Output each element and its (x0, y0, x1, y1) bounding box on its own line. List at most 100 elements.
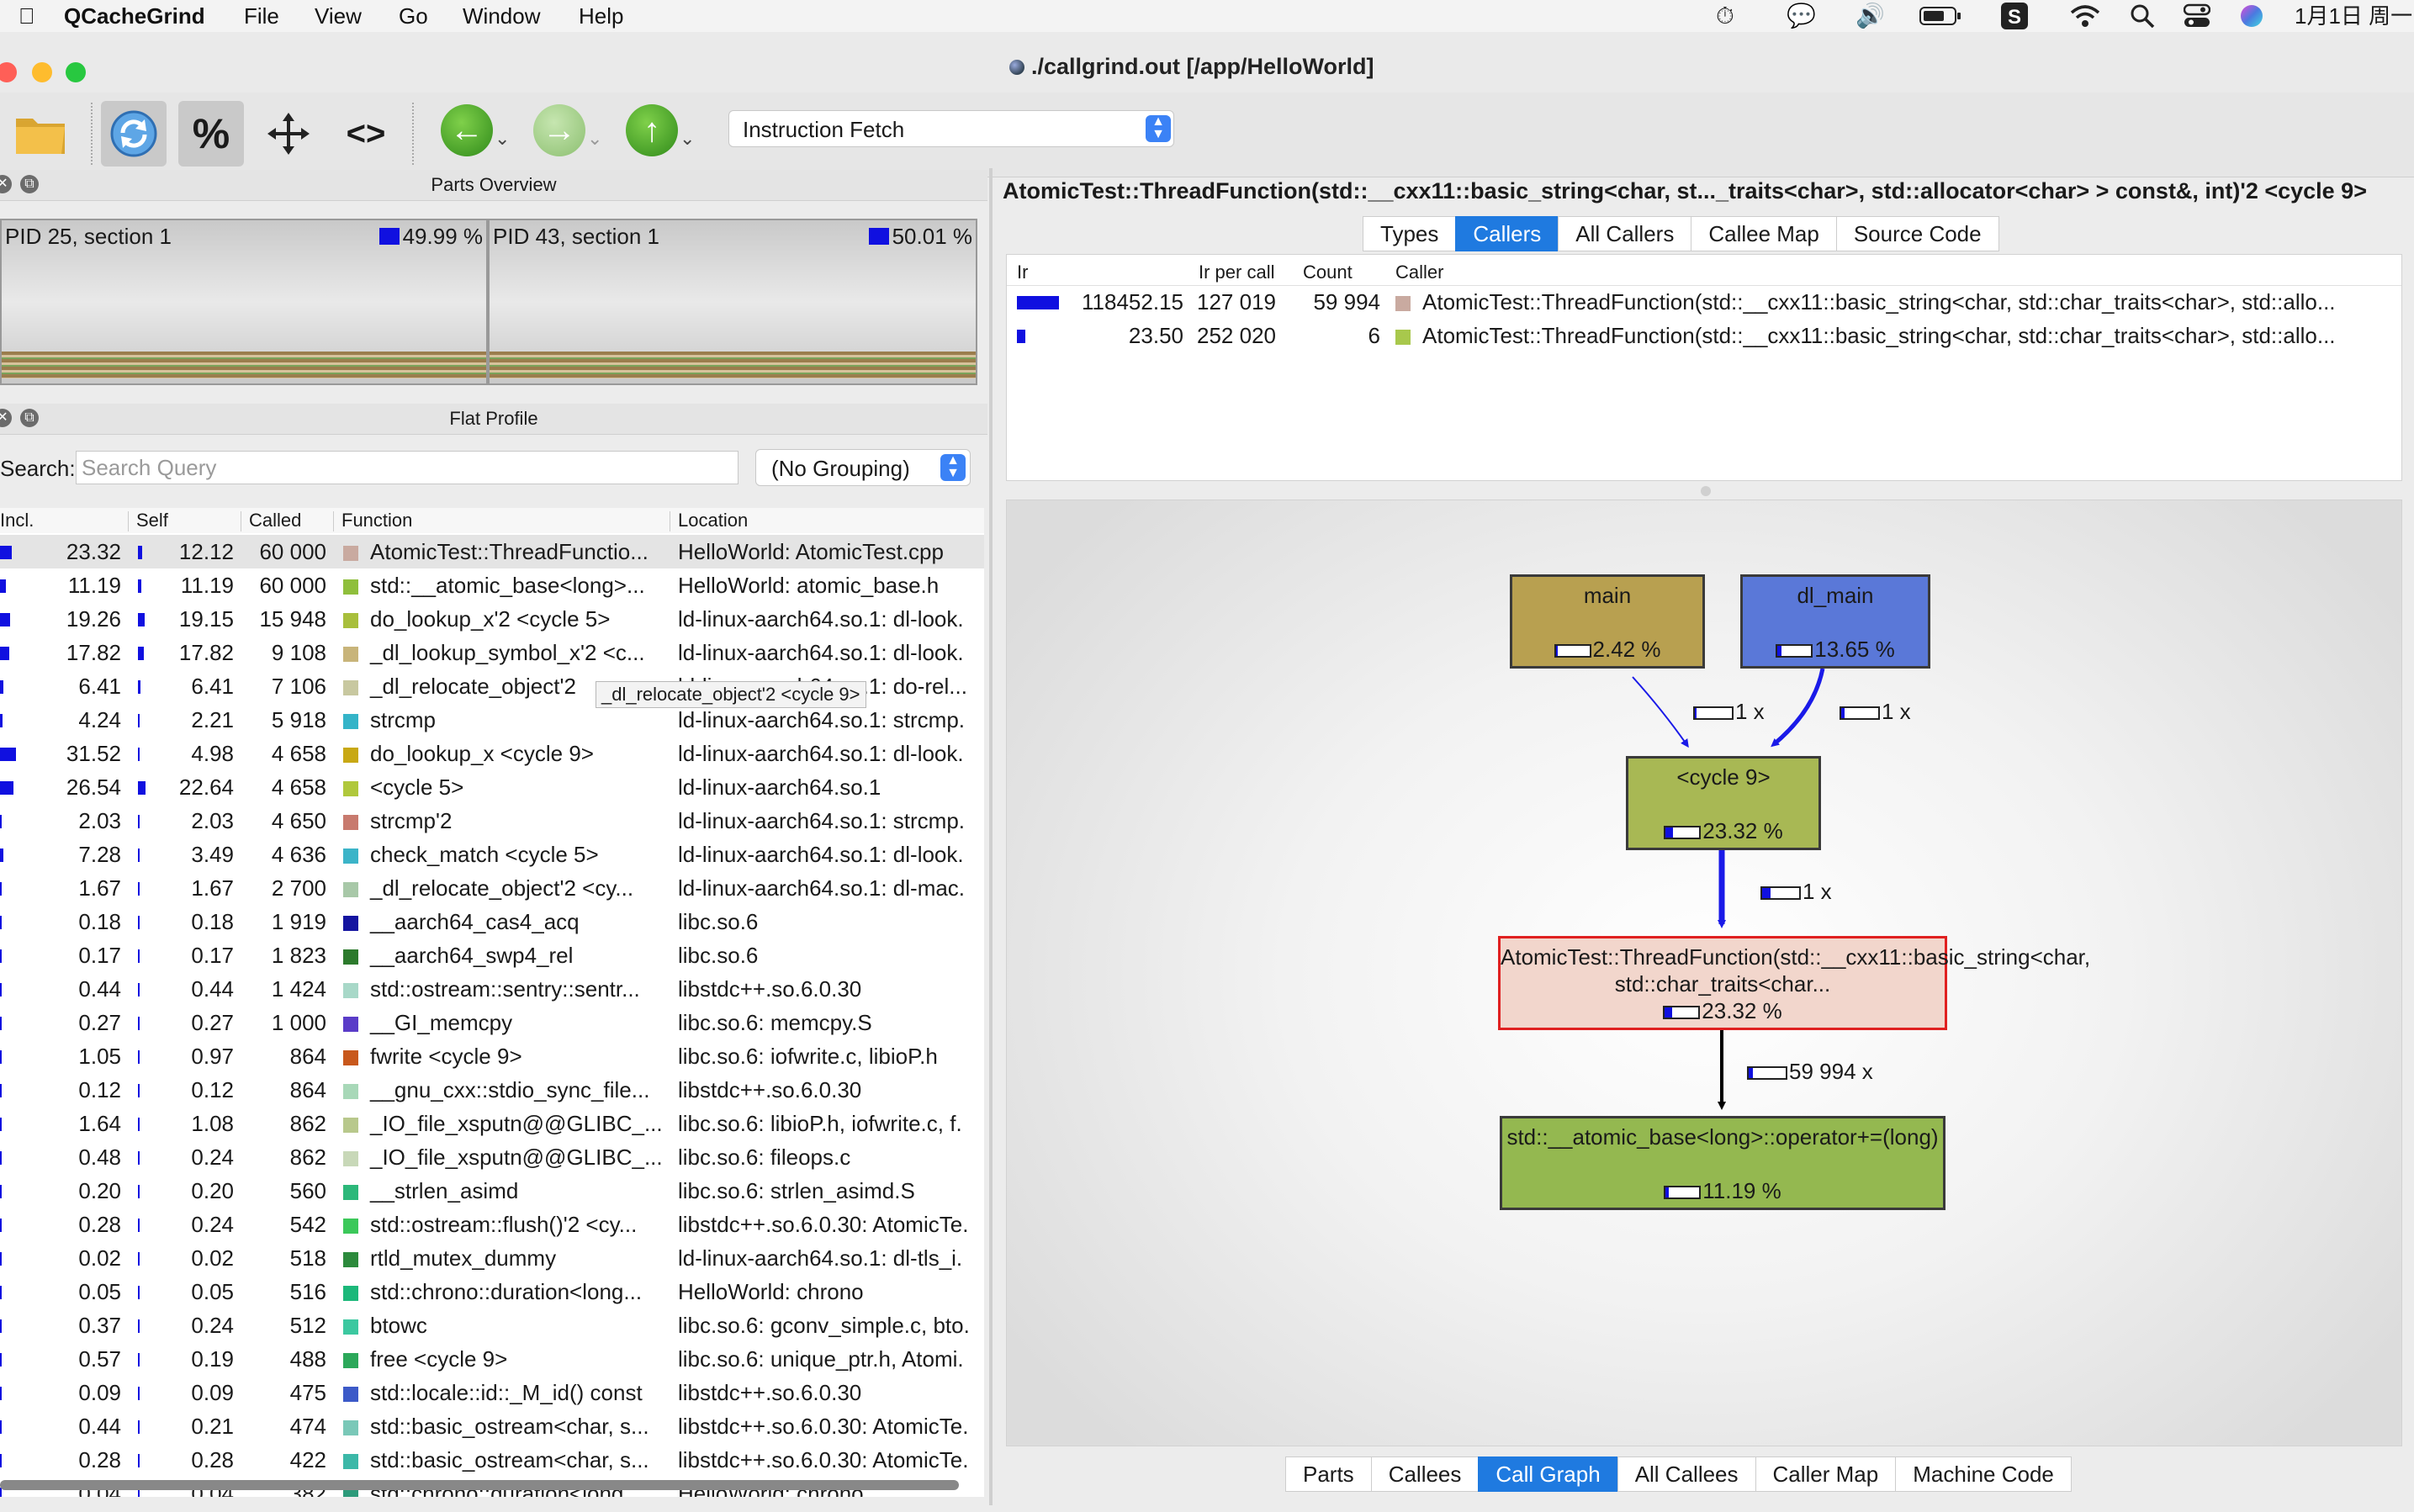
tab-caller-map[interactable]: Caller Map (1755, 1456, 1896, 1492)
code-view-button[interactable]: <> (346, 114, 386, 152)
column-self[interactable]: Self (136, 510, 168, 531)
graph-node-atomic[interactable]: std::__atomic_base<long>::operator+=(lon… (1500, 1116, 1945, 1210)
grouping-select[interactable]: (No Grouping) (755, 449, 971, 486)
control-center-icon[interactable] (2183, 3, 2211, 34)
menu-help[interactable]: Help (579, 3, 624, 29)
zoom-window-button[interactable] (66, 62, 86, 82)
column-function[interactable]: Function (341, 510, 413, 531)
tab-call-graph[interactable]: Call Graph (1478, 1456, 1617, 1492)
close-panel-icon[interactable]: ✕ (0, 175, 12, 193)
menu-view[interactable]: View (315, 3, 362, 29)
tab-all-callees[interactable]: All Callees (1617, 1456, 1755, 1492)
tab-all-callers[interactable]: All Callers (1558, 216, 1691, 251)
time-machine-icon[interactable]: ⏱ (1716, 3, 1734, 29)
reload-button[interactable] (101, 101, 167, 167)
chat-icon[interactable]: 💬 (1787, 3, 1816, 29)
column-divider[interactable] (333, 511, 334, 531)
back-button[interactable]: ← (441, 104, 493, 156)
battery-icon[interactable] (1919, 5, 1961, 32)
panel-splitter[interactable] (989, 168, 993, 1505)
close-window-button[interactable] (0, 62, 17, 82)
horizontal-scrollbar[interactable] (0, 1480, 959, 1490)
tab-callers[interactable]: Callers (1455, 216, 1559, 251)
relative-percent-button[interactable]: % (178, 101, 244, 167)
column-caller[interactable]: Caller (1395, 262, 1444, 283)
menu-bar-clock[interactable]: 1月1日 周一 (2295, 3, 2413, 29)
forward-button[interactable]: → (533, 104, 585, 156)
tab-source-code[interactable]: Source Code (1835, 216, 1999, 251)
tab-callees[interactable]: Callees (1370, 1456, 1479, 1492)
column-ir[interactable]: Ir (1017, 262, 1029, 283)
column-ir-per-call[interactable]: Ir per call (1199, 262, 1275, 283)
column-incl[interactable]: Incl. (0, 510, 34, 531)
forward-history-chevron-icon[interactable]: ⌄ (587, 128, 603, 149)
tab-callee-map[interactable]: Callee Map (1691, 216, 1836, 251)
event-type-select[interactable]: Instruction Fetch (728, 110, 1174, 147)
tab-machine-code[interactable]: Machine Code (1895, 1456, 2072, 1492)
move-arrows-button[interactable] (256, 101, 321, 167)
edge-dlmain-to-cycle[interactable] (1771, 668, 1825, 748)
apple-icon[interactable]:  (19, 0, 35, 32)
tab-types[interactable]: Types (1363, 216, 1456, 251)
volume-icon[interactable]: 🔊 (1855, 3, 1885, 29)
s-app-icon[interactable]: S (2000, 2, 2029, 35)
menu-window[interactable]: Window (463, 3, 541, 29)
column-location[interactable]: Location (678, 510, 749, 531)
wifi-icon[interactable] (2069, 3, 2101, 34)
part-block[interactable]: PID 43, section 1 50.01 % (488, 219, 977, 385)
graph-node-thread[interactable]: AtomicTest::ThreadFunction(std::__cxx11:… (1498, 936, 2090, 1030)
minimize-window-button[interactable] (32, 62, 52, 82)
event-type-stepper-icon[interactable]: ▲▼ (1146, 115, 1171, 142)
float-panel-icon[interactable]: ⧉ (20, 175, 39, 193)
menu-go[interactable]: Go (399, 3, 428, 29)
graph-node-cycle[interactable]: <cycle 9>23.32 % (1626, 756, 1821, 850)
search-input[interactable] (76, 451, 738, 484)
column-count[interactable]: Count (1303, 262, 1353, 283)
grouping-stepper-icon[interactable]: ▲▼ (940, 454, 966, 481)
edge-main-to-cycle[interactable] (1632, 676, 1689, 748)
up-history-chevron-icon[interactable]: ⌄ (680, 128, 696, 149)
spotlight-search-icon[interactable] (2130, 3, 2155, 34)
up-button[interactable]: ↑ (626, 104, 678, 156)
siri-icon[interactable] (2239, 3, 2264, 34)
column-divider[interactable] (128, 511, 129, 531)
close-panel-icon[interactable]: ✕ (0, 409, 12, 427)
float-panel-icon[interactable]: ⧉ (20, 409, 39, 427)
back-history-chevron-icon[interactable]: ⌄ (495, 128, 511, 149)
menu-file[interactable]: File (244, 3, 279, 29)
app-menu[interactable]: QCacheGrind (64, 3, 205, 29)
